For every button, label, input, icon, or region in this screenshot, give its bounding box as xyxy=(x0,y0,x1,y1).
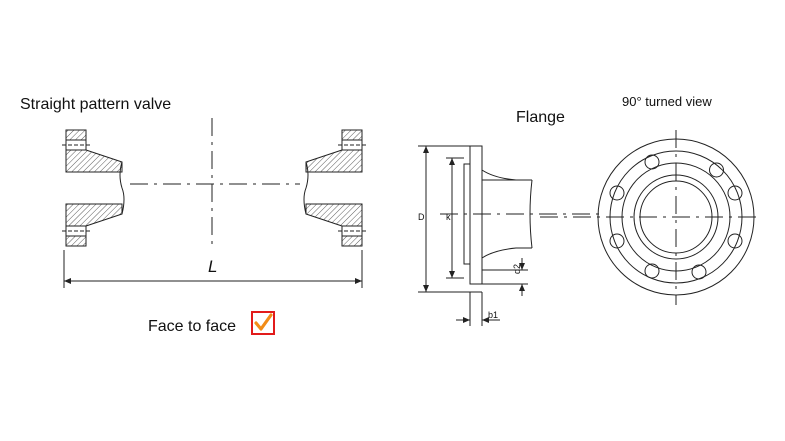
left-flange-top xyxy=(65,129,123,173)
checkmark-icon xyxy=(251,311,275,335)
flange-title: Flange xyxy=(516,109,565,126)
turned-view-title: 90° turned view xyxy=(622,94,712,109)
flange-front-view xyxy=(540,130,760,305)
spigot-label: d2 xyxy=(512,264,522,274)
length-label: L xyxy=(208,257,217,276)
thickness-label: b1 xyxy=(488,310,498,320)
face-to-face-label: Face to face xyxy=(148,318,237,335)
diameter-label: D xyxy=(418,212,425,222)
right-flange-top xyxy=(305,129,363,173)
bolt-circle-label: k xyxy=(446,212,451,222)
right-flange-bottom xyxy=(305,203,363,247)
valve-drawing xyxy=(62,118,366,288)
left-flange-bottom xyxy=(65,203,123,247)
valve-title: Straight pattern valve xyxy=(20,96,172,113)
flange-side-view xyxy=(418,145,600,326)
